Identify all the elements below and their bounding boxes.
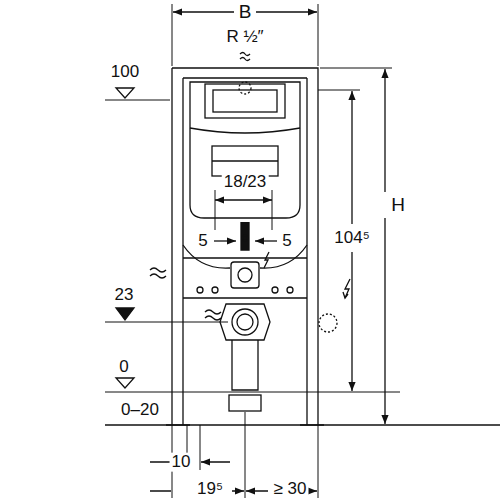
actuator-split <box>212 160 278 161</box>
level-value: 100 <box>109 63 141 82</box>
thread-size: R ½″ <box>224 28 265 47</box>
dimension-letter: B <box>237 2 254 23</box>
level-marker <box>116 378 134 388</box>
flush-pipe-opening <box>238 268 252 282</box>
cistern-seam <box>190 128 300 133</box>
mounting-bar <box>183 258 307 298</box>
drain-opening-inner <box>237 314 253 330</box>
dimension-value: ≥ 30 <box>272 479 309 498</box>
electrical-arrow <box>343 292 348 298</box>
actuator-opening <box>212 146 278 176</box>
level-line <box>105 392 400 393</box>
level-value: 23 <box>113 286 136 305</box>
dimension-value: 10 <box>170 453 193 472</box>
water-supply-symbol <box>240 53 250 61</box>
dimension-value: 104⁵ <box>332 229 371 248</box>
electrical-symbol <box>264 252 350 298</box>
level-range: 0–20 <box>119 401 161 420</box>
water-connection <box>239 82 251 94</box>
frame <box>105 4 500 498</box>
dimension-value: 5 <box>196 232 209 251</box>
waste-water-symbol <box>205 310 221 320</box>
level-line <box>105 100 170 101</box>
drain-opening <box>232 309 258 335</box>
level-value: 0 <box>117 358 130 377</box>
dimension-arrow <box>255 240 277 241</box>
water-symbol <box>150 268 166 278</box>
dimension-value: 5 <box>280 232 293 251</box>
dimension-line <box>384 69 385 424</box>
level-marker <box>116 88 134 98</box>
level-marker <box>116 308 134 320</box>
dimension-line <box>215 199 272 200</box>
dimension-arrow <box>214 240 236 241</box>
flush-pipe <box>241 222 249 250</box>
level-line <box>105 322 228 323</box>
bolt-hole <box>212 287 218 293</box>
centre-point <box>243 236 248 241</box>
socket-position <box>319 314 337 332</box>
dimension-value: 18/23 <box>222 173 269 192</box>
bolt-hole <box>287 287 293 293</box>
extension-line <box>320 68 392 425</box>
flush-valve-inner <box>213 90 277 112</box>
extension-line <box>318 90 360 91</box>
flush-valve <box>205 84 285 118</box>
frame-inner <box>183 78 307 425</box>
dimension-letter: H <box>389 195 407 216</box>
extension-line <box>215 190 272 230</box>
frame-outline <box>172 68 318 425</box>
cistern <box>190 82 300 218</box>
bolt-hole <box>272 287 278 293</box>
flush-pipe-connector <box>231 262 259 288</box>
drain-pipe <box>232 340 258 390</box>
extension-line <box>172 412 318 498</box>
bolt-hole <box>197 287 203 293</box>
dimension-value: 19⁵ <box>195 479 225 498</box>
floor-line <box>105 424 500 426</box>
drain-outlet <box>229 395 261 411</box>
